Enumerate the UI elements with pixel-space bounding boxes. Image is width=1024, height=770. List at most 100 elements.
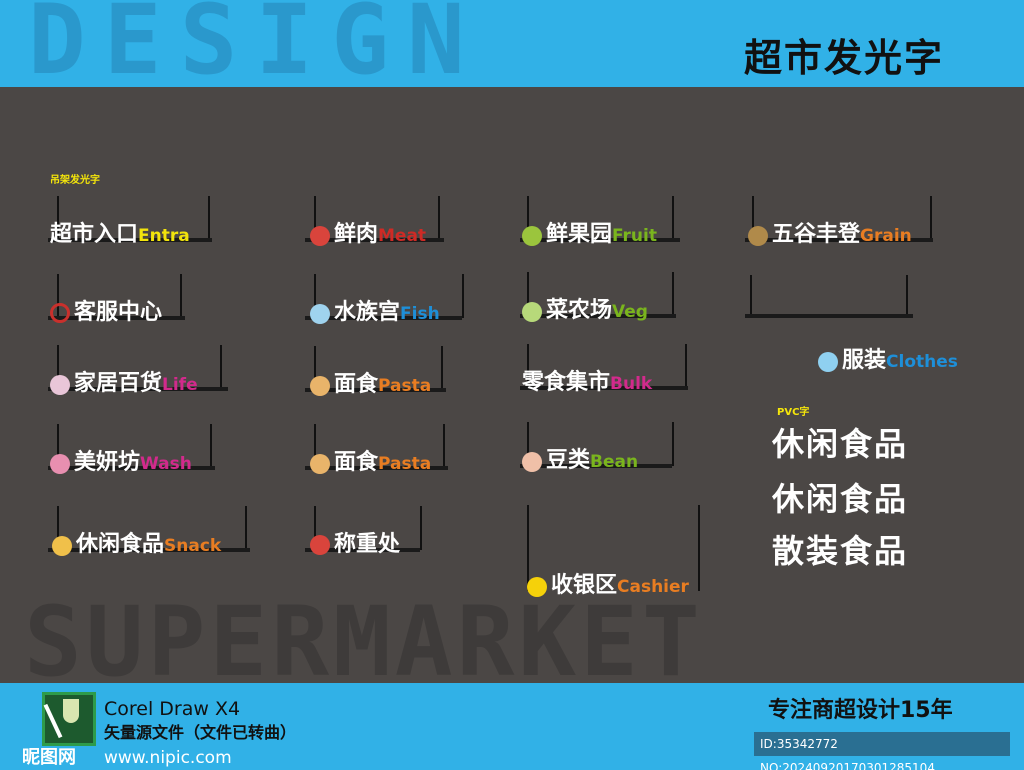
sign-rod [57,274,59,318]
sign-chinese: 休闲食品 [76,532,165,557]
sign-chinese: 收银区 [551,573,618,598]
sign-bar [48,548,250,552]
sign-chinese: 家居百货 [74,371,163,396]
sign-chinese: 五谷丰登 [772,222,861,247]
pvc-sign: 散装食品 [772,532,909,570]
sign-rod [672,196,674,240]
sign-rod [314,274,316,318]
sign-bar [48,387,228,391]
sign-text: 客服中心 [50,300,162,326]
pvc-sign: 休闲食品 [772,425,909,463]
bean-icon [522,451,542,472]
sign-rod [220,345,222,389]
sign-bar [305,548,420,552]
sign-chinese: 豆类 [546,448,591,473]
bun-icon [310,375,330,396]
frame-bar [745,314,913,318]
sign-english: Fruit [612,226,657,246]
sign-rod [57,345,59,389]
sign-chinese: 超市入口 [50,222,139,247]
sign-rod [685,344,687,388]
bucket-icon [50,374,70,395]
pvc-sign: 休闲食品 [772,480,909,518]
sign-bar [305,316,462,320]
sign-rod [208,196,210,240]
sign-chinese: 服装 [842,348,887,373]
sign-rod [57,424,59,468]
sign-english: Snack [164,536,222,556]
sign-rod [314,506,316,550]
sign-bar [48,238,212,242]
software-label: Corel Draw X4 [104,698,241,720]
sign-chinese: 鲜果园 [546,222,613,247]
sign-english: Meat [378,226,427,246]
sign-english: Life [162,375,198,395]
cosmetics-icon [50,453,70,474]
design-watermark: DESIGN [28,0,483,96]
sign-rod [527,272,529,316]
sign-chinese: 美妍坊 [74,450,141,475]
sign-rod [527,344,529,388]
shark-icon [310,303,330,324]
sign-rod [462,274,464,318]
site-url[interactable]: www.nipic.com [104,748,232,768]
sign-bar [48,316,185,320]
sign-english: Fish [400,304,440,324]
sign-bar [520,314,676,318]
sign-text: 称重处 [310,532,400,558]
sign-bar [520,238,680,242]
question-icon [50,303,70,323]
sign-bar [745,238,933,242]
frame-rod [906,275,908,315]
sign-bar [305,388,446,392]
cabbage-icon [522,301,542,322]
coreldraw-logo [42,692,96,746]
grain-icon [748,225,768,246]
supermarket-watermark: SUPERMARKET [24,586,704,698]
section-label-hanging: 吊架发光字 [50,175,100,186]
sign-english: Pasta [378,454,432,474]
sign-rod [57,506,59,550]
sign-rod [698,547,700,591]
sign-bar [48,466,215,470]
sign-chinese: 称重处 [334,532,401,557]
sign-english: Grain [860,226,912,246]
sign-rod [672,272,674,316]
sign-english: Cashier [617,577,689,597]
page-title: 超市发光字 [744,36,945,80]
sign-chinese: 面食 [334,450,379,475]
sign-chinese: 菜农场 [546,298,613,323]
sign-english: Pasta [378,376,432,396]
scale-icon [310,535,330,555]
bun-icon [310,453,330,474]
slogan: 专注商超设计15年 [768,698,953,723]
sign-rod [438,196,440,240]
sign-rod [314,346,316,390]
sign-bar [305,466,448,470]
sign-chinese: 面食 [334,372,379,397]
sign-rod [930,196,932,240]
file-note: 矢量源文件（文件已转曲） [104,723,297,742]
sign-rod [527,196,529,240]
sign-bar [520,464,672,468]
sign-rod [57,196,59,240]
sign-rod [180,274,182,318]
sign-english: Veg [612,302,648,322]
popcorn-icon [52,535,72,556]
frame-rod [527,505,529,547]
sign-rod [527,422,529,466]
sign-chinese: 客服中心 [74,300,163,325]
sign-english: Wash [140,454,192,474]
sign-rod [752,196,754,240]
sign-rod [245,506,247,550]
shirt-icon [818,351,838,372]
